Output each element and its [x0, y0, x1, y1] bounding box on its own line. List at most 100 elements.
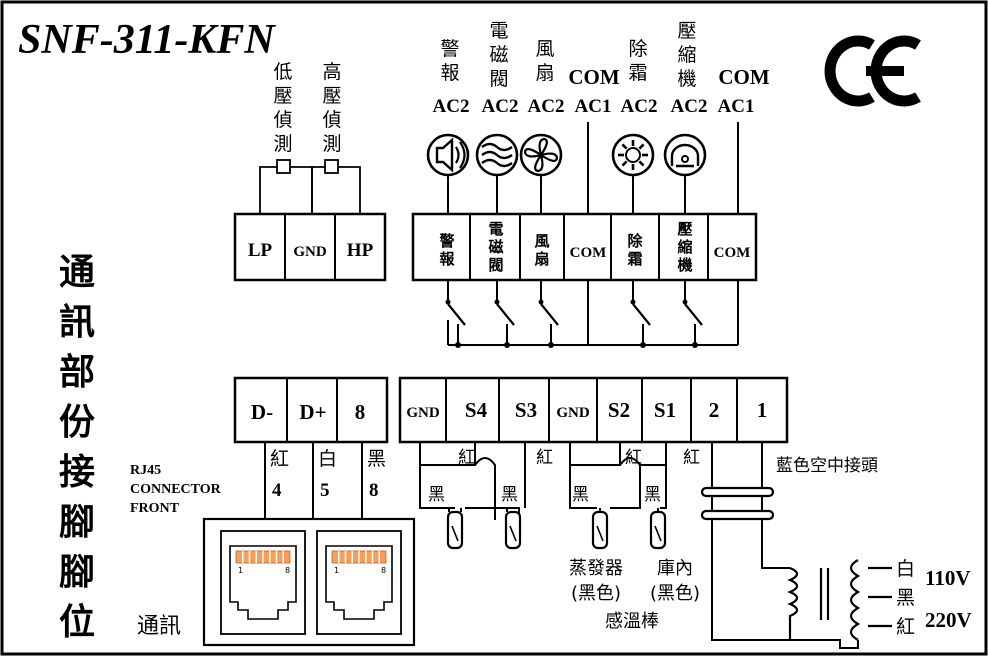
- lp-label-char: 壓: [273, 85, 292, 107]
- comm-side-char: 腳: [59, 502, 95, 543]
- comm-wire-color: 黑: [367, 448, 386, 470]
- connector-ring-icon: [700, 509, 775, 521]
- output-top-name-char: 霜: [628, 62, 647, 84]
- lp-sensor-icon: [276, 159, 291, 174]
- tap-color-label: 黑: [896, 587, 915, 609]
- relay-contact-icon: [682, 280, 703, 348]
- output-ac-label: AC2: [433, 96, 470, 117]
- output-ac-label: AC2: [621, 96, 658, 117]
- ce-mark-icon: [824, 35, 921, 107]
- transformer-icon: [787, 559, 861, 649]
- sensor-terminal-block: [398, 376, 789, 444]
- defrost-heater-icon: [611, 133, 655, 177]
- output-ac-label: AC1: [575, 96, 612, 117]
- pressure-terminal-hp: HP: [347, 240, 374, 261]
- comm-side-char: 份: [59, 402, 95, 443]
- voltage-220-label: 220V: [925, 608, 972, 632]
- hp-label-char: 偵: [322, 109, 341, 131]
- relay-terminal-char: 警: [438, 232, 454, 250]
- pressure-terminal-block: [233, 212, 387, 282]
- lp-label-char: 低: [273, 61, 292, 83]
- compressor-icon: [663, 133, 707, 177]
- output-top-name: COM: [718, 65, 770, 89]
- output-top-name-char: 電: [489, 20, 508, 42]
- comm-side-char: 接: [59, 452, 95, 493]
- output-top-name-char: 警: [440, 38, 459, 60]
- relay-terminal-char: 磁: [488, 238, 503, 256]
- rj45-label-line: FRONT: [130, 501, 180, 516]
- connector-label: 藍色空中接頭: [776, 456, 878, 476]
- relay-contact-icon: [630, 280, 651, 348]
- pressure-terminal-gnd: GND: [293, 244, 327, 260]
- relay-terminal-block: [411, 212, 758, 282]
- wire-red-label: 紅: [536, 448, 553, 468]
- output-ac-label: AC2: [528, 96, 565, 117]
- evaporator-color-label: (黑色): [571, 583, 621, 604]
- hp-sensor-icon: [324, 159, 339, 174]
- model-title: SNF-311-KFN: [18, 17, 276, 63]
- sensor-terminal-label: S1: [654, 398, 676, 422]
- alarm-speaker-icon: [426, 133, 470, 177]
- voltage-110-label: 110V: [925, 566, 971, 590]
- relay-terminal-char: 閥: [488, 256, 503, 274]
- comm-wire-pin: 8: [369, 480, 379, 501]
- comm-wire-color: 紅: [270, 448, 289, 470]
- rj45-label-line: RJ45: [130, 463, 161, 478]
- relay-terminal-char: 扇: [534, 250, 549, 268]
- pressure-terminal-lp: LP: [248, 240, 273, 261]
- output-top-name-char: 機: [677, 68, 696, 90]
- comm-bottom-label: 通訊: [137, 614, 181, 639]
- comm-terminal-block: [233, 376, 389, 444]
- sensor-terminal-label: 2: [709, 398, 720, 422]
- rj45-pin-mark: 8: [381, 566, 386, 575]
- output-top-name-char: 縮: [677, 44, 696, 66]
- comm-terminal-label: 8: [355, 400, 366, 424]
- wire-red-label: 紅: [625, 448, 642, 468]
- relay-terminal-char: 霜: [626, 250, 642, 268]
- relay-terminal-char: 壓: [677, 220, 692, 238]
- tap-color-label: 紅: [896, 616, 915, 638]
- output-top-name-char: 報: [440, 62, 459, 84]
- rj45-panel: [202, 517, 416, 647]
- output-top-name: COM: [568, 65, 620, 89]
- room-label: 庫內: [657, 558, 693, 579]
- lp-label-char: 測: [273, 133, 292, 155]
- output-top-name-char: 除: [628, 38, 647, 60]
- comm-side-char: 部: [59, 352, 95, 393]
- output-ac-label: AC1: [718, 96, 755, 117]
- output-top-name-char: 壓: [677, 20, 696, 42]
- wire-black-label: 黑: [428, 485, 445, 505]
- fan-icon: [519, 133, 563, 177]
- comm-wire-pin: 4: [272, 480, 282, 501]
- probe-s2-s1: [569, 442, 667, 550]
- comm-wire-color: 白: [318, 448, 337, 470]
- comm-side-char: 位: [59, 602, 95, 643]
- sensor-terminal-label: S4: [465, 398, 488, 422]
- relay-terminal-char: 報: [439, 250, 455, 268]
- pressure-terminal-labels: LP GND HP: [248, 240, 374, 261]
- output-ac-label: AC2: [671, 96, 708, 117]
- output-ac-label: AC2: [482, 96, 519, 117]
- wire-red-label: 紅: [458, 448, 475, 468]
- rj45-pin-mark: 8: [285, 566, 290, 575]
- relay-switches: [445, 280, 739, 348]
- hp-wire: [311, 166, 361, 214]
- wire-black-label: 黑: [644, 485, 661, 505]
- load-icons: [426, 122, 739, 214]
- comm-terminal-labels: D-D+8: [251, 400, 365, 424]
- solenoid-valve-icon: [475, 133, 519, 177]
- probe-s4: [419, 442, 526, 550]
